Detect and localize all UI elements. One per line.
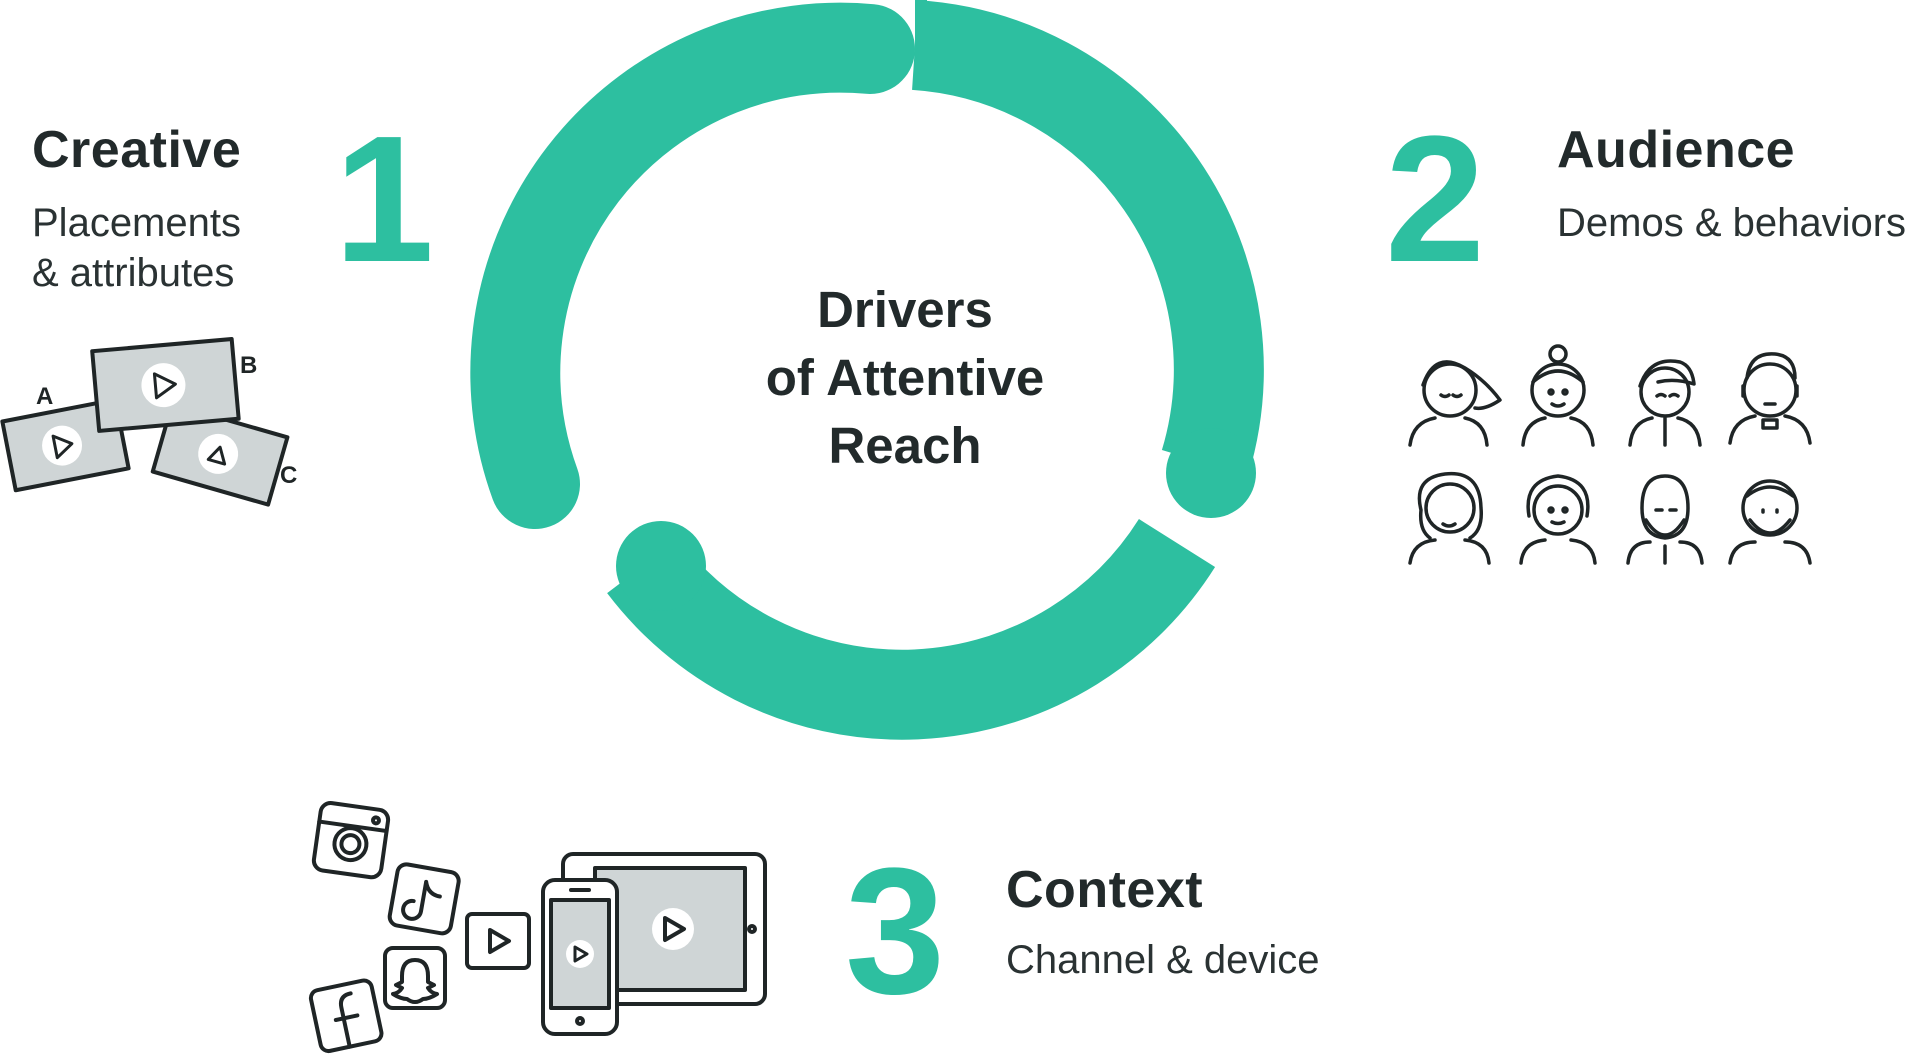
ring-cap [1166, 428, 1256, 518]
ring-cap [616, 521, 706, 611]
driver-title-audience: Audience [1557, 121, 1796, 179]
ring-cap [915, 0, 927, 90]
center-title: Drivers of Attentive Reach [740, 276, 1070, 480]
driver-number-3: 3 [845, 831, 946, 1032]
variant-label-b: B [240, 352, 257, 379]
audience-faces [1408, 344, 1812, 565]
driver-subtitle-context: Channel & device [1006, 935, 1320, 985]
driver-subtitle-creative: Placements & attributes [32, 198, 241, 298]
driver-number-1: 1 [334, 99, 435, 300]
woman-bun-icon [1521, 344, 1595, 447]
center-title-line: Drivers [817, 281, 993, 338]
ring-segment-audience [911, 0, 1264, 476]
ring-segment-context [607, 518, 1216, 740]
tiktok-icon [387, 862, 461, 936]
woman-curly-hair-icon [1408, 471, 1491, 565]
bald-bearded-man-icon [1626, 474, 1704, 565]
variant-label-a: A [36, 383, 53, 410]
man-headset-icon [1728, 352, 1812, 445]
woman-long-hair-icon [1408, 360, 1502, 447]
tablet-icon [561, 852, 767, 1006]
driver-title-context: Context [1006, 861, 1204, 919]
video-card-b-icon [90, 337, 241, 433]
subtitle-line: & attributes [32, 251, 235, 295]
center-title-line: of Attentive [765, 349, 1045, 406]
variant-label-c: C [280, 462, 297, 489]
ring-segment-creative [470, 2, 915, 529]
subtitle-line: Channel & device [1006, 938, 1320, 982]
driver-title-creative: Creative [32, 121, 242, 179]
facebook-icon [308, 978, 384, 1054]
smartphone-icon [541, 878, 619, 1036]
context-channels-devices [308, 801, 767, 1054]
center-title-line: Reach [828, 417, 982, 474]
creative-variants-icon: A B C [0, 337, 297, 507]
person-side-hair-icon [1628, 359, 1702, 447]
snapchat-icon [383, 946, 447, 1010]
youtube-play-icon [465, 912, 531, 970]
bearded-man-icon [1728, 479, 1812, 565]
subtitle-line: Demos & behaviors [1557, 201, 1907, 245]
driver-subtitle-audience: Demos & behaviors [1557, 198, 1906, 248]
subtitle-line: Placements [32, 201, 241, 245]
driver-number-2: 2 [1385, 99, 1486, 300]
instagram-icon [311, 801, 391, 880]
older-woman-icon [1519, 474, 1597, 565]
